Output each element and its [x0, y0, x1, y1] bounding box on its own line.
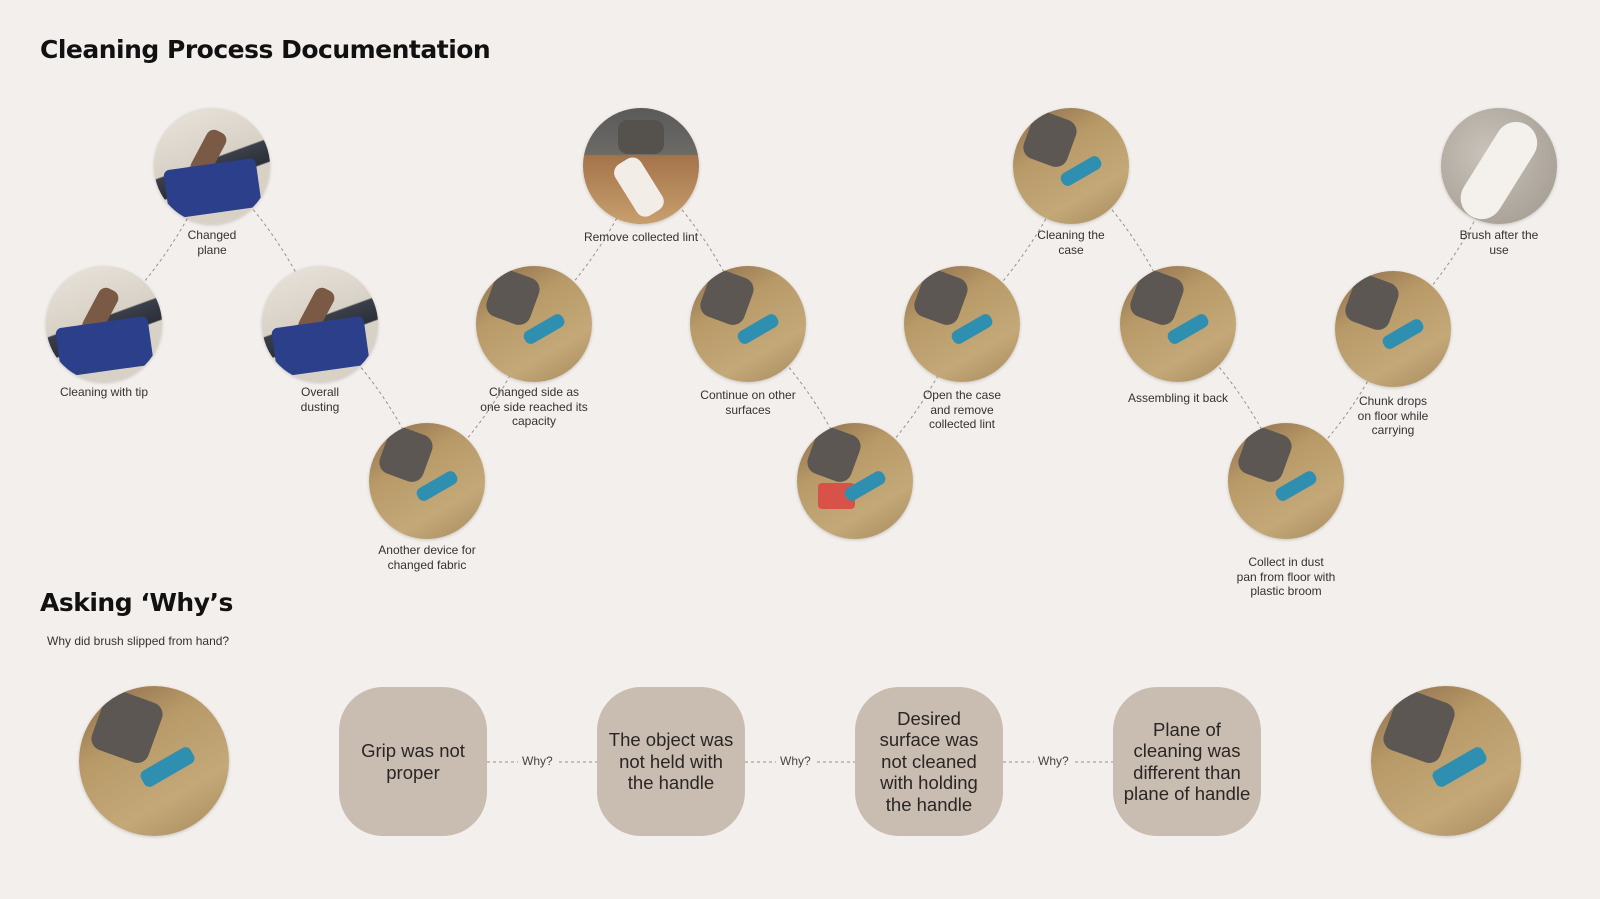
step-caption-cleaning-with-tip: Cleaning with tip — [59, 385, 149, 399]
why-start-photo — [79, 686, 229, 836]
step-photo — [154, 108, 270, 224]
step-photo — [1335, 271, 1451, 387]
step-photo — [262, 266, 378, 382]
step-photo — [369, 423, 485, 539]
why-box-3: Desired surface was not cleaned with hol… — [855, 687, 1003, 836]
step-photo — [690, 266, 806, 382]
step-photo — [797, 423, 913, 539]
why-end-photo — [1371, 686, 1521, 836]
page-title: Cleaning Process Documentation — [40, 35, 491, 64]
step-photo — [1013, 108, 1129, 224]
why-label: Why? — [1034, 754, 1073, 768]
why-box-1: Grip was not proper — [339, 687, 487, 836]
step-photo — [583, 108, 699, 224]
why-label: Why? — [776, 754, 815, 768]
step-caption-remove-lint: Remove collected lint — [583, 230, 699, 244]
why-question: Why did brush slipped from hand? — [47, 634, 230, 648]
section-title-why: Asking ‘Why’s — [40, 588, 233, 617]
step-caption-assembling: Assembling it back — [1127, 391, 1229, 405]
step-photo — [1120, 266, 1236, 382]
step-photo — [476, 266, 592, 382]
why-label: Why? — [518, 754, 557, 768]
step-photo — [46, 266, 162, 382]
why-box-4: Plane of cleaning was different than pla… — [1113, 687, 1261, 836]
step-photo — [904, 266, 1020, 382]
step-photo — [1441, 108, 1557, 224]
why-box-2: The object was not held with the handle — [597, 687, 745, 836]
step-photo — [1228, 423, 1344, 539]
